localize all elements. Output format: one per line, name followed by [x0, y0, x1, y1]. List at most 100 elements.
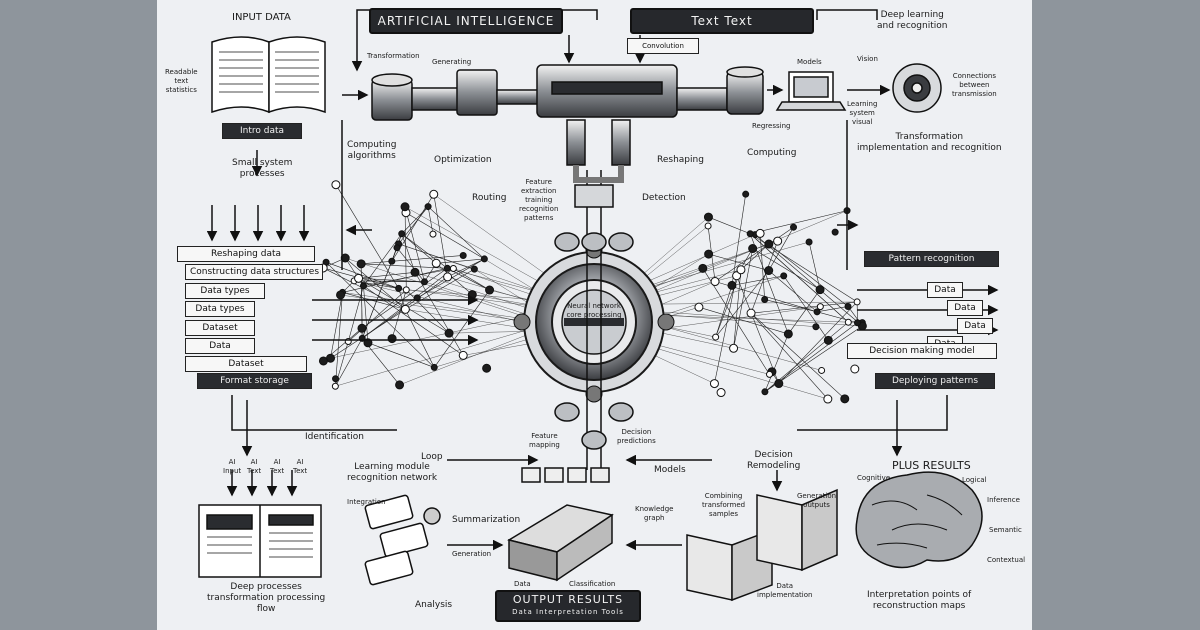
small-notes-label: Learning system visual — [847, 100, 878, 126]
network-edge — [398, 206, 429, 245]
network-edge — [361, 268, 448, 329]
classification-label: Classification — [569, 580, 616, 588]
network-node — [331, 382, 339, 390]
network-node — [429, 189, 439, 199]
network-node — [400, 304, 410, 314]
network-edge — [404, 206, 407, 290]
network-node — [823, 335, 833, 345]
network-edge — [362, 268, 454, 339]
network-node — [363, 338, 373, 348]
network-node — [393, 244, 401, 252]
core-hub-icon — [513, 241, 675, 403]
network-edge — [750, 312, 829, 400]
network-node — [712, 333, 720, 341]
format-storage-tag: Format storage — [197, 373, 312, 389]
left-row-tag-3: Dataset — [185, 320, 255, 336]
transformation-recognition-label: Transformation implementation and recogn… — [857, 132, 1002, 153]
network-node — [431, 258, 441, 268]
network-edge — [740, 243, 770, 270]
network-edge — [396, 247, 425, 282]
left-row-tag-5: Dataset — [185, 356, 307, 372]
text-title-header: Text Text — [630, 8, 814, 34]
network-node — [746, 308, 756, 318]
models-center-label: Models — [654, 465, 686, 475]
network-node — [458, 350, 468, 360]
network-node — [395, 284, 403, 292]
network-edge — [361, 263, 448, 269]
network-edge — [783, 275, 829, 341]
network-edge — [335, 338, 363, 387]
network-edge — [361, 255, 464, 265]
data-implementation-label: Data implementation — [757, 582, 813, 599]
detection-label: Detection — [642, 193, 686, 203]
data-blocks-icon — [507, 467, 614, 582]
document-stack-icon — [686, 488, 838, 602]
network-node — [400, 202, 410, 212]
network-node — [716, 388, 726, 398]
network-node — [780, 272, 788, 280]
network-edge — [731, 194, 746, 286]
network-node — [395, 380, 405, 390]
output-results-subtitle: Data Interpretation Tools — [512, 608, 624, 616]
network-node — [816, 303, 824, 311]
network-edge — [733, 269, 742, 349]
models-side-label: Models — [797, 58, 822, 66]
network-node — [449, 264, 457, 272]
network-node — [704, 249, 714, 259]
pattern-recognition-tag: Pattern recognition — [864, 251, 999, 267]
network-node — [443, 264, 451, 272]
network-node — [443, 272, 453, 282]
reshaping-label: Reshaping — [657, 155, 704, 165]
brain-label-3: Semantic — [989, 526, 1022, 534]
network-edge — [768, 243, 849, 307]
network-node — [764, 266, 774, 276]
network-node — [359, 282, 367, 290]
network-edge — [325, 261, 399, 289]
plus-results-label: PLUS RESULTS — [892, 459, 971, 472]
network-node — [850, 364, 860, 374]
network-edge — [433, 194, 448, 277]
network-node — [331, 180, 341, 190]
network-edge — [768, 270, 818, 313]
left-row-tag-1: Data types — [185, 283, 265, 299]
network-edge — [752, 248, 821, 290]
network-node — [761, 388, 769, 396]
knowledge-label: Knowledge graph — [635, 505, 674, 522]
network-node — [755, 228, 765, 238]
output-results-header: OUTPUT RESULTS Data Interpretation Tools — [495, 590, 641, 622]
left-row-tag-0: Constructing data structures — [185, 264, 323, 280]
vision-label: Vision — [857, 55, 878, 63]
network-node — [729, 343, 739, 353]
network-edge — [817, 306, 849, 313]
network-edge — [808, 241, 821, 290]
analysis-label: Analysis — [415, 600, 453, 610]
network-node — [694, 302, 704, 312]
open-book-icon — [211, 36, 326, 114]
network-edge — [414, 272, 464, 356]
network-edge — [715, 269, 742, 338]
convolution-tag: Convolution — [627, 38, 699, 54]
network-node — [742, 190, 750, 198]
brain-icon — [855, 471, 983, 569]
network-node — [703, 212, 713, 222]
network-node — [388, 257, 396, 265]
network-node — [387, 334, 397, 344]
network-edge — [788, 289, 821, 335]
brain-label-4: Contextual — [987, 556, 1026, 564]
network-edge — [406, 289, 450, 334]
deploying-tag: Deploying patterns — [875, 373, 995, 389]
network-edge — [325, 261, 435, 368]
integration-label: Integration — [347, 498, 386, 506]
network-node — [470, 265, 478, 273]
network-edge — [434, 289, 490, 368]
network-node — [398, 230, 406, 238]
network-node — [402, 286, 410, 294]
network-node — [761, 296, 769, 304]
network-edge — [708, 253, 769, 271]
network-edge — [714, 275, 737, 384]
network-node — [340, 253, 350, 263]
network-node — [748, 244, 758, 254]
network-edge — [347, 285, 364, 342]
decision-remodeling-label: Decision Remodeling — [747, 450, 801, 471]
network-edge — [405, 212, 485, 260]
